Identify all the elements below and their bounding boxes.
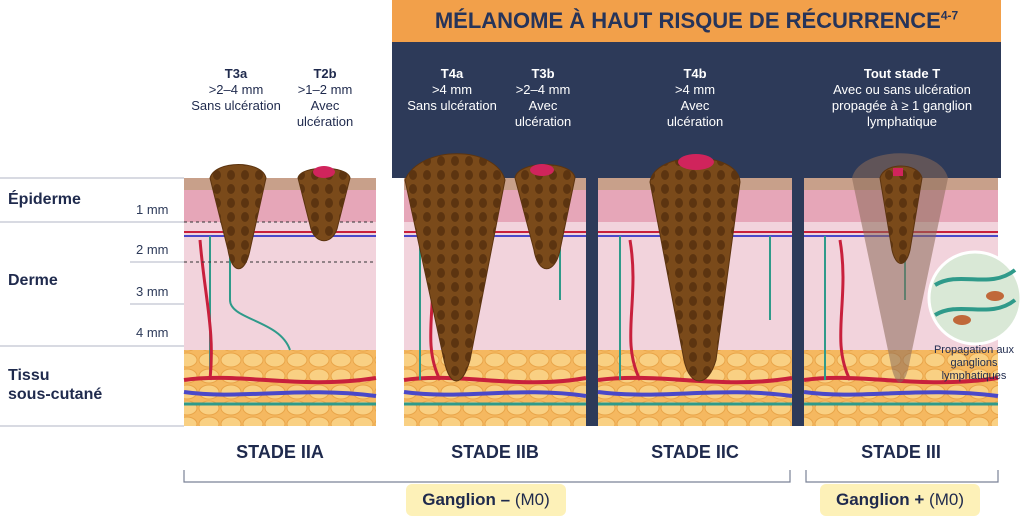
separator-iib-iic	[586, 178, 598, 426]
tumor-t3b	[514, 164, 576, 270]
tumor-any	[879, 165, 923, 264]
tumor-any-shadow	[852, 153, 948, 383]
label-dermis: Derme	[8, 272, 58, 289]
stage-iii: STADE III	[861, 442, 941, 462]
stage-iia: STADE IIA	[236, 442, 324, 462]
depth-4mm: 4 mm	[136, 325, 169, 340]
label-subcutaneous-1: Tissu	[8, 367, 50, 384]
bracket-positive	[805, 470, 999, 483]
vessels	[183, 231, 999, 406]
tumor-t3a	[209, 164, 267, 270]
node-positive-pill: Ganglion + (M0)	[820, 484, 980, 516]
tumor-t4b	[649, 157, 741, 382]
tumor-t2b	[297, 167, 351, 242]
separator-iic-iii	[792, 178, 804, 426]
depth-1mm: 1 mm	[136, 202, 169, 217]
depth-2mm: 2 mm	[136, 242, 169, 257]
label-epidermis: Épiderme	[8, 191, 81, 208]
stage-iib: STADE IIB	[451, 442, 539, 462]
tumor-t4a	[404, 153, 506, 382]
panel-iia	[184, 178, 376, 426]
stage-iic: STADE IIC	[651, 442, 739, 462]
depth-3mm: 3 mm	[136, 284, 169, 299]
bracket-negative	[183, 470, 791, 483]
label-subcutaneous-2: sous-cutané	[8, 386, 103, 403]
banner	[392, 0, 1001, 42]
lymph-node-inset	[927, 250, 1023, 346]
node-negative-pill: Ganglion – (M0)	[406, 484, 566, 516]
banner-title: MÉLANOME À HAUT RISQUE DE RÉCURRENCE4-7	[434, 8, 959, 33]
